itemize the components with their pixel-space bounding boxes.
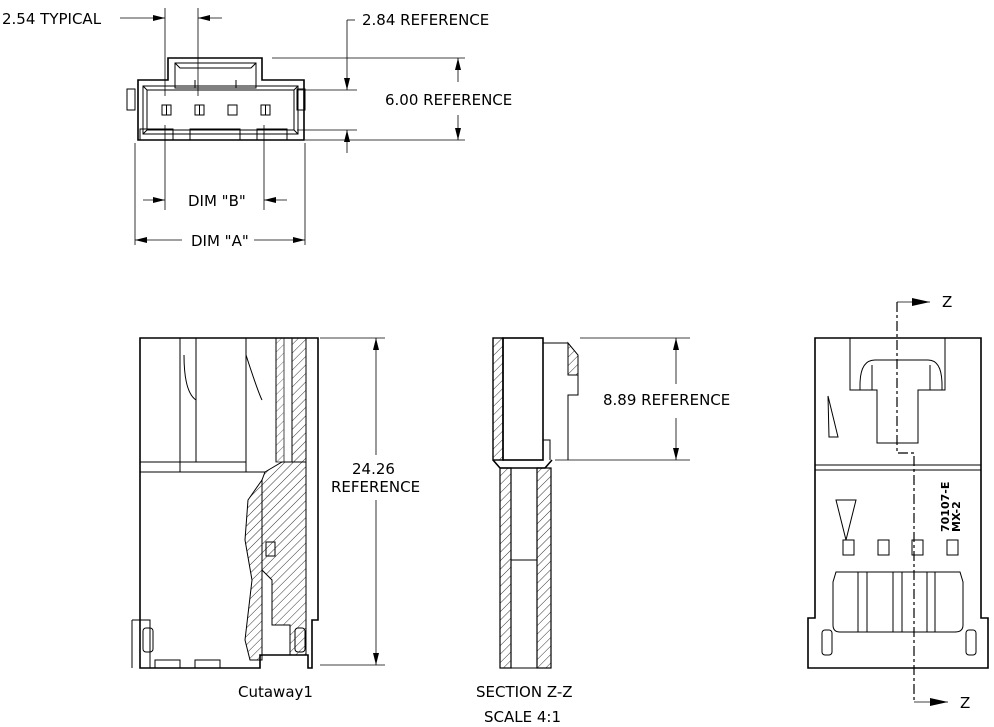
ref-889-label: 8.89 REFERENCE — [603, 391, 730, 409]
height-value: 24.26 — [352, 460, 395, 478]
ref-284-label: 2.84 REFERENCE — [362, 11, 489, 29]
section-caption: SECTION Z-Z — [476, 683, 573, 701]
section-view: 8.89 REFERENCE SECTION Z-Z SCALE 4:1 — [476, 337, 730, 726]
ref-600-label: 6.00 REFERENCE — [385, 91, 512, 109]
dim-a-label: DIM "A" — [191, 232, 249, 250]
section-line-z — [896, 302, 915, 702]
top-view: 2.54 TYPICAL 2.84 REFERENCE 6.00 REFEREN… — [2, 8, 512, 250]
section-marker-bottom: Z — [960, 694, 970, 712]
section-marker-top: Z — [942, 293, 952, 311]
section-scale: SCALE 4:1 — [484, 708, 561, 726]
connector-outline — [137, 57, 305, 141]
pitch-label: 2.54 TYPICAL — [2, 10, 102, 28]
cutaway-caption: Cutaway1 — [238, 683, 313, 701]
part-marking: 70107-E MX-2 — [939, 482, 963, 532]
front-outline — [807, 337, 989, 669]
front-view: 70107-E MX-2 Z Z — [807, 293, 989, 712]
svg-text:MX-2: MX-2 — [950, 501, 963, 532]
cutaway-view: 24.26 REFERENCE Cutaway1 — [131, 337, 420, 701]
height-ref-label: REFERENCE — [331, 478, 420, 496]
dim-b-label: DIM "B" — [188, 192, 246, 210]
pin-cavities — [161, 104, 271, 116]
svg-text:70107-E: 70107-E — [939, 482, 952, 532]
